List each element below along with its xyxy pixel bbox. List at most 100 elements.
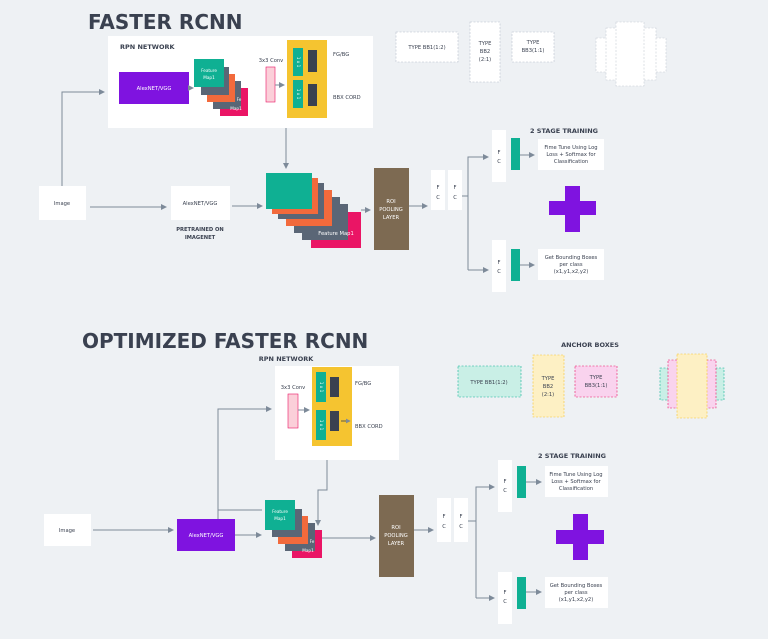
- top-type-bb2-2: BB2: [480, 49, 490, 55]
- top-fg-bar: [308, 50, 317, 72]
- bottom-fc-3: [498, 460, 512, 512]
- top-type-bb1-box: [395, 31, 459, 63]
- bottom-fc-4-f: F: [504, 590, 507, 596]
- bottom-bb-2: per class: [564, 590, 587, 596]
- top-type-bb3-1: TYPE: [526, 40, 540, 46]
- top-type-bb1: TYPE BB1(1:2): [407, 45, 445, 51]
- top-feature-map-label: Feature Map1: [318, 231, 354, 237]
- bottom-type-bb2-box: [532, 354, 565, 418]
- bottom-fm-map: Map1: [274, 516, 286, 521]
- bottom-1x1-b: [316, 410, 326, 440]
- bottom-fc-2: [454, 498, 468, 542]
- bottom-two-stage: 2 STAGE TRAINING: [538, 452, 606, 460]
- bottom-type-bb3-1: TYPE: [589, 375, 603, 381]
- bottom-fc-2-c: C: [459, 524, 463, 530]
- bottom-type-bb1: TYPE BB1(1:2): [469, 380, 507, 386]
- bottom-type-bb2-1: TYPE: [541, 376, 555, 382]
- bottom-fine-2: Loss + Softmax for: [551, 479, 601, 485]
- top-pretrained-1: PRETRAINED ON: [176, 227, 224, 233]
- bottom-roi-box: [379, 495, 414, 577]
- bottom-fine-3: Classification: [559, 486, 593, 492]
- bottom-conv-label: 3x3 Conv: [281, 385, 305, 391]
- top-fc-4: [492, 240, 506, 292]
- bottom-image-label: Image: [59, 528, 75, 534]
- top-1x1-a: [293, 48, 303, 76]
- top-1x1-b: [293, 80, 303, 108]
- bottom-image-box: [44, 514, 91, 546]
- top-plus-v: [565, 186, 580, 232]
- top-fc-1-c: C: [436, 195, 440, 201]
- top-green-bar-1: [511, 138, 520, 170]
- top-bb-3: (x1,y1,x2,y2): [554, 269, 588, 275]
- top-pretrained-2: IMAGENET: [185, 235, 216, 241]
- top-alexnet-label: AlexNET/VGG: [183, 201, 218, 207]
- top-bbx-bar: [308, 84, 317, 106]
- bottom-fc-1-c: C: [442, 524, 446, 530]
- bottom-fc-4: [498, 572, 512, 624]
- bottom-conv-box: [287, 393, 299, 429]
- bottom-roi-3: LAYER: [388, 541, 405, 547]
- top-alexnet-box: [171, 186, 230, 220]
- top-type-bb3-box: [511, 31, 555, 63]
- top-bbx-label: BBX CORD: [333, 95, 361, 101]
- bottom-type-bb3-2: BB3(1:1): [585, 383, 608, 389]
- top-type-bb2-1: TYPE: [478, 41, 492, 47]
- bottom-anchor-label: ANCHOR BOXES: [561, 341, 619, 349]
- top-fc-1: [431, 170, 445, 210]
- top-fc-2-c: C: [453, 195, 457, 201]
- bottom-fc-3-c: C: [503, 488, 507, 494]
- bottom-fgbg-label: FG/BG: [355, 381, 371, 387]
- bottom-fm-feature: Feature: [272, 509, 288, 514]
- top-fc-3: [492, 130, 506, 182]
- bottom-1x1-a: [316, 372, 326, 402]
- bottom-fm-map-b: Map1: [302, 548, 314, 553]
- top-rpn-label: RPN NETWORK: [120, 43, 175, 51]
- top-fgbg-label: FG/BG: [333, 52, 349, 58]
- bottom-fc-2-f: F: [460, 514, 463, 520]
- bottom-bb-3: (x1,y1,x2,y2): [559, 597, 593, 603]
- bottom-type-bb2-2: BB2: [543, 384, 553, 390]
- top-type-bb2-box: [469, 21, 501, 83]
- top-conv-label: 3x3 Conv: [259, 58, 283, 64]
- bottom-type-bb3-box: [574, 365, 618, 398]
- top-type-bb3-2: BB3(1:1): [522, 48, 545, 54]
- top-1x1-a-label: 1 x 1: [296, 57, 301, 68]
- bottom-overlay-tall: [676, 353, 708, 419]
- top-fc-3-c: C: [497, 159, 501, 165]
- top-rpn-fm-feature: Feature: [201, 68, 217, 73]
- top-image-box: [39, 186, 86, 220]
- bottom-fine-1: Fime Tune Using Log: [549, 472, 602, 478]
- top-title: FASTER RCNN: [88, 10, 242, 34]
- bottom-fg-bar: [330, 377, 339, 397]
- bottom-fc-4-c: C: [503, 599, 507, 605]
- top-fc-1-f: F: [437, 185, 440, 191]
- bottom-1x1-a-label: 1 x 1: [319, 382, 324, 393]
- top-overlay-tall: [615, 21, 645, 87]
- top-rpn-alexnet-label: AlexNET/VGG: [137, 86, 172, 92]
- bottom-1x1-b-label: 1 x 1: [319, 420, 324, 431]
- bottom-type-bb2-3: (2:1): [542, 392, 554, 398]
- top-fm-1: [266, 173, 312, 209]
- top-image-label: Image: [54, 201, 70, 207]
- bottom-bbox-box: [545, 577, 608, 608]
- top-rpn-fm-1: [194, 59, 224, 87]
- top-fine-2: Loss + Softmax for: [546, 152, 596, 158]
- top-two-stage: 2 STAGE TRAINING: [530, 127, 598, 135]
- bottom-fm-fe: Fe: [310, 539, 315, 544]
- bottom-roi-2: POOLING: [384, 533, 408, 539]
- bottom-fc-1-f: F: [443, 514, 446, 520]
- top-fc-2-f: F: [454, 185, 457, 191]
- top-fc-3-f: F: [498, 150, 501, 156]
- bottom-bbx-bar: [330, 411, 339, 431]
- top-roi-box: [374, 168, 409, 250]
- top-roi-1: ROI: [386, 199, 396, 205]
- bottom-fc-3-f: F: [504, 479, 507, 485]
- top-fine-1: Fime Tune Using Log: [544, 145, 597, 151]
- bottom-alexnet-label: AlexNET/VGG: [189, 533, 224, 539]
- bottom-type-bb1-box: [457, 365, 522, 398]
- bottom-green-bar-2: [517, 577, 526, 609]
- bottom-title: OPTIMIZED FASTER RCNN: [82, 329, 368, 353]
- bottom-fm-1: [265, 500, 295, 530]
